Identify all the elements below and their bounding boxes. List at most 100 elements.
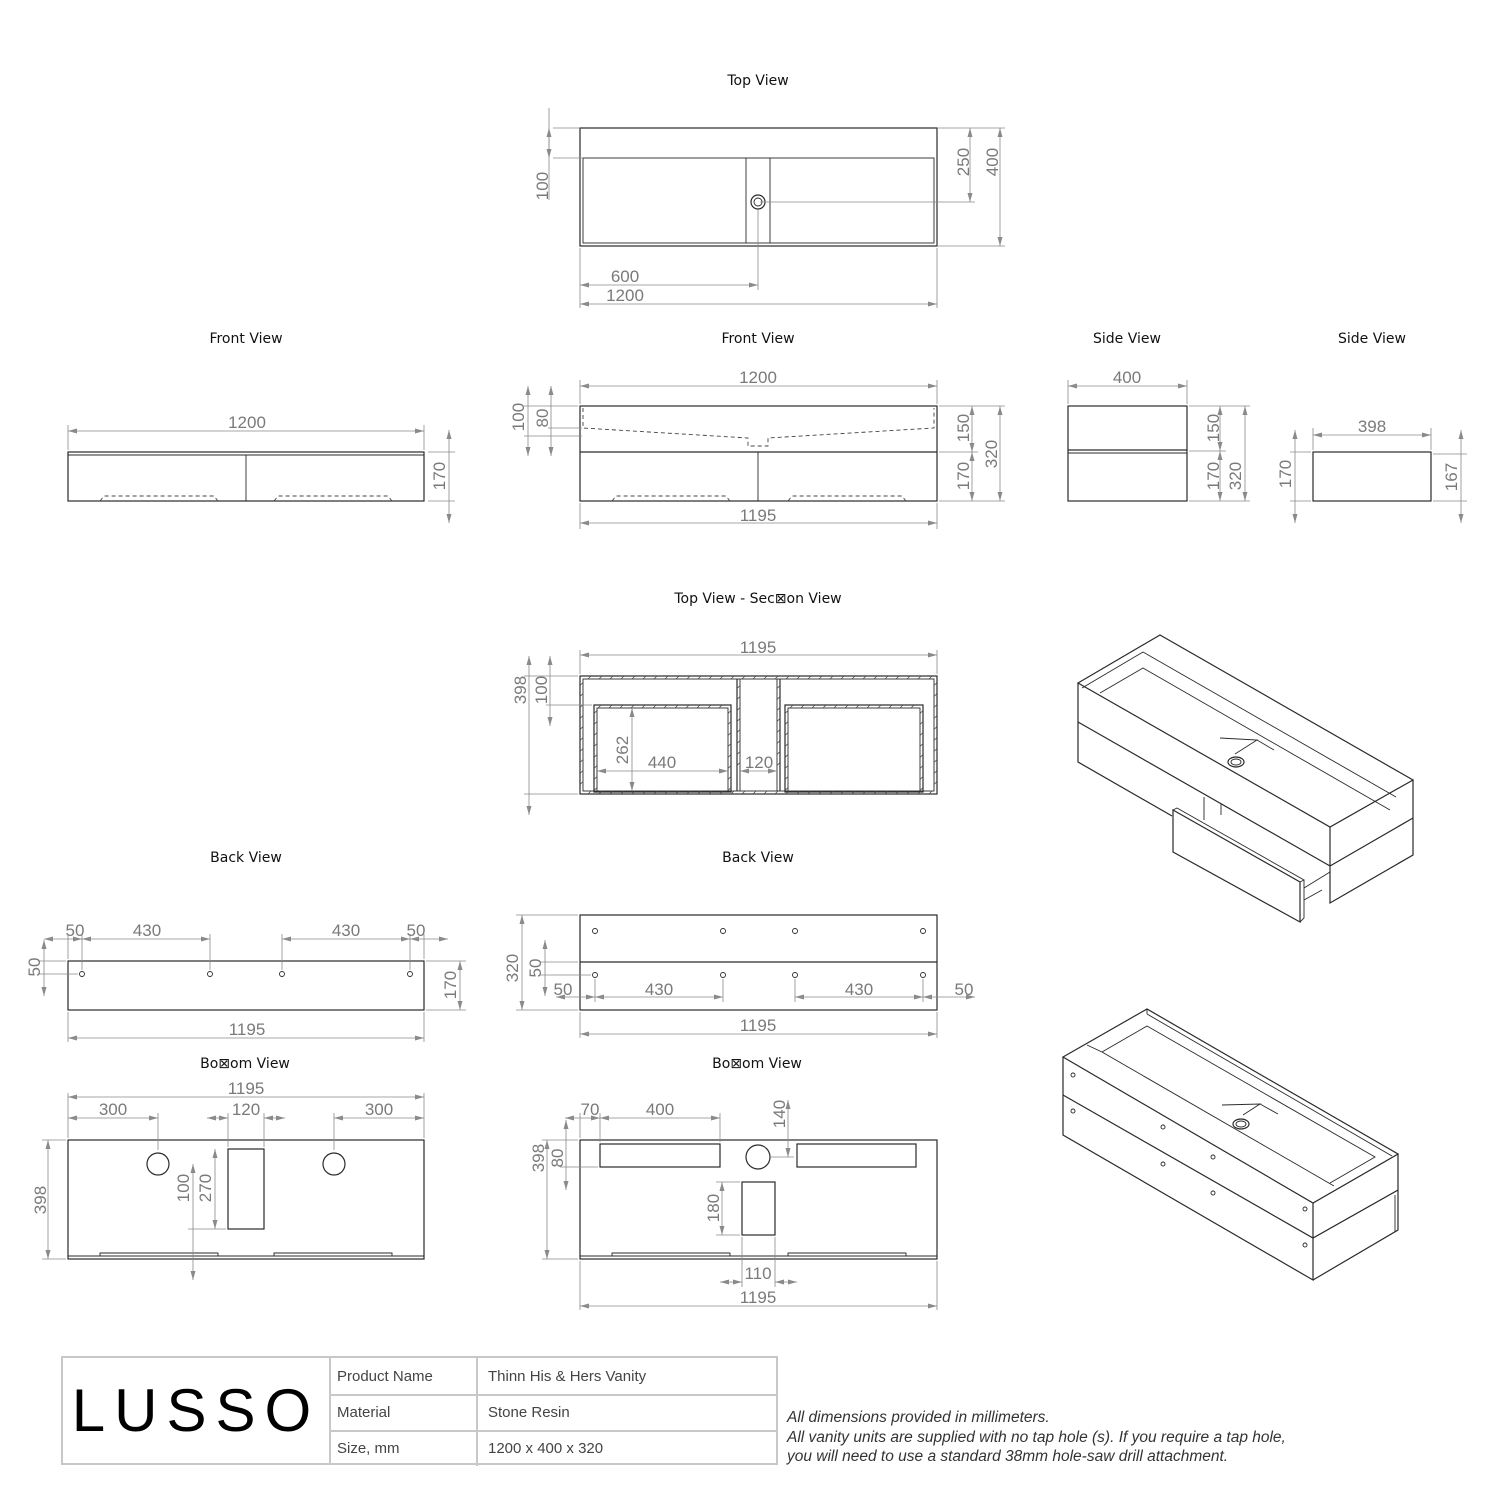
hatch-mark (579, 715, 584, 719)
arrowhead (519, 1001, 525, 1010)
arrowhead (580, 383, 589, 389)
arrowhead (264, 1115, 273, 1121)
arrowhead (969, 492, 975, 501)
hatch-mark (906, 675, 911, 680)
isometric-view-drawer-open (1076, 634, 1415, 924)
arrowhead (73, 936, 82, 942)
arrowhead (966, 994, 975, 1000)
svg-text:Back View: Back View (722, 850, 794, 866)
hatch-mark (784, 710, 789, 714)
arrowhead (923, 994, 932, 1000)
arrowhead (190, 1271, 196, 1280)
arrowhead (82, 936, 91, 942)
hatch-mark (784, 776, 789, 780)
svg-text:170: 170 (1204, 462, 1223, 490)
hatch-mark (598, 790, 603, 795)
hatch-mark (718, 704, 723, 709)
hatch-mark (579, 781, 584, 785)
arrowhead (68, 428, 77, 434)
hatch-mark (822, 704, 827, 709)
front-view-left: Front View 1200 170 (67, 331, 455, 523)
hatch-mark (776, 696, 781, 700)
svg-text:Bo⊠om View: Bo⊠om View (200, 1056, 290, 1072)
hatch-mark (674, 704, 679, 709)
arrowhead (439, 936, 448, 942)
arrowhead (969, 406, 975, 415)
hatch-mark (609, 790, 614, 795)
hatch-mark (866, 704, 871, 709)
arrowhead (928, 1031, 937, 1037)
svg-text:398: 398 (1358, 417, 1386, 436)
svg-text:320: 320 (1226, 462, 1245, 490)
svg-text:100: 100 (174, 1174, 193, 1202)
hatch-mark (719, 790, 724, 795)
svg-text:50: 50 (25, 958, 44, 977)
arrowhead (629, 708, 635, 717)
hatch-mark (829, 675, 834, 680)
arrowhead (600, 1115, 609, 1121)
svg-text:100: 100 (509, 403, 528, 431)
svg-text:167: 167 (1442, 463, 1461, 491)
svg-text:Side View: Side View (1093, 331, 1161, 347)
svg-text:50: 50 (955, 980, 974, 999)
title-block: LUSSO Product Name Thinn His & Hers Vani… (61, 1356, 778, 1466)
hatch-mark (642, 790, 647, 795)
hatch-mark (877, 704, 882, 709)
hatch-mark (800, 704, 805, 709)
svg-text:398: 398 (31, 1186, 50, 1214)
hatch-mark (730, 675, 735, 680)
hatch-mark (741, 675, 746, 680)
svg-text:120: 120 (232, 1100, 260, 1119)
arrowhead (544, 1140, 550, 1149)
hatch-mark (776, 751, 781, 755)
arrowhead (519, 915, 525, 924)
svg-text:300: 300 (99, 1100, 127, 1119)
arrowhead (997, 406, 1003, 415)
arrowhead (1217, 442, 1223, 451)
note-line: you will need to use a standard 38mm hol… (787, 1448, 1229, 1465)
hatch-mark (933, 693, 938, 697)
arrowhead (1242, 406, 1248, 415)
svg-text:Front View: Front View (721, 331, 794, 347)
hatch-mark (873, 790, 878, 795)
svg-text:300: 300 (365, 1100, 393, 1119)
arrowhead (969, 443, 975, 452)
arrowhead (711, 1115, 720, 1121)
arrowhead (547, 656, 553, 665)
hatch-mark (807, 790, 812, 795)
arrowhead (542, 987, 548, 996)
hatch-mark (774, 675, 779, 680)
arrowhead (45, 1140, 51, 1149)
arrowhead (546, 128, 552, 137)
hatch-mark (818, 790, 823, 795)
hatch-mark (593, 743, 598, 747)
arrowhead (1458, 514, 1464, 523)
brand-logo: LUSSO (63, 1358, 331, 1463)
hatch-mark (593, 765, 598, 769)
arrowhead (276, 1115, 285, 1121)
hatch-mark (579, 726, 584, 730)
arrowhead (201, 936, 210, 942)
hatch-mark (899, 704, 904, 709)
hatch-mark (579, 748, 584, 752)
arrowhead (1292, 430, 1298, 439)
hatch-mark (652, 704, 657, 709)
hatch-mark (784, 743, 789, 747)
hatch-mark (685, 704, 690, 709)
svg-text:100: 100 (532, 676, 551, 704)
hatch-mark (807, 675, 812, 680)
hatch-mark (579, 770, 584, 774)
arrowhead (446, 430, 452, 439)
hatch-mark (919, 754, 924, 758)
arrowhead (719, 768, 728, 774)
svg-text:398: 398 (511, 676, 530, 704)
svg-text:110: 110 (744, 1264, 771, 1283)
arrowhead (1292, 514, 1298, 523)
hatch-mark (910, 704, 915, 709)
svg-text:Front View: Front View (209, 331, 282, 347)
hatch-mark (906, 790, 911, 795)
hatch-mark (597, 704, 602, 709)
arrowhead (928, 383, 937, 389)
hatch-mark (888, 704, 893, 709)
